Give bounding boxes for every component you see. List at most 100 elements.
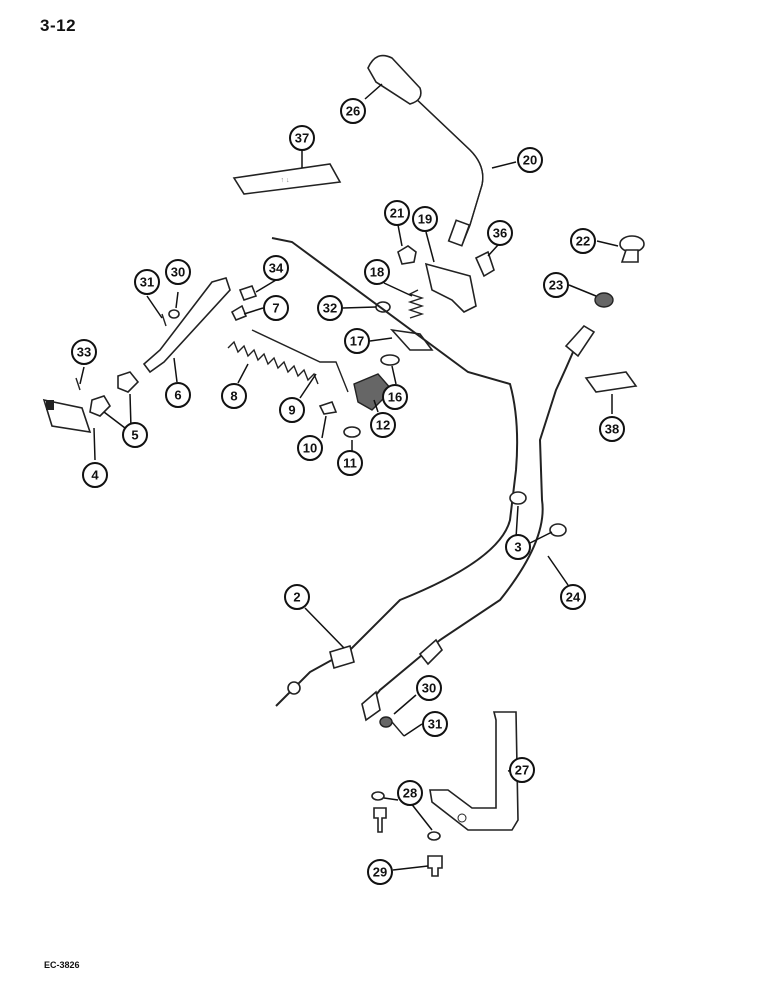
page-number: 3-12 [40, 16, 77, 35]
decal-37-mark: ↑ ↓ [281, 177, 290, 184]
nut-5a [117, 371, 140, 393]
svg-text:9: 9 [288, 403, 295, 418]
cotter-pin-31-top [161, 313, 167, 327]
svg-text:26: 26 [346, 104, 360, 119]
callout-6: 6 [165, 382, 191, 408]
rod-9 [251, 329, 349, 393]
spring-8 [227, 340, 319, 385]
svg-text:3: 3 [514, 540, 521, 555]
callout-4: 4 [82, 462, 108, 488]
callout-12: 12 [370, 412, 396, 438]
svg-text:18: 18 [370, 265, 384, 280]
svg-text:6: 6 [174, 388, 181, 403]
bracket-27 [429, 711, 519, 831]
lock-washer-28a [371, 791, 385, 801]
callout-5: 5 [122, 422, 148, 448]
callout-9: 9 [279, 397, 305, 423]
washer-16 [380, 354, 400, 366]
svg-text:30: 30 [422, 681, 436, 696]
shift-block-12 [353, 373, 393, 411]
svg-text:37: 37 [295, 131, 309, 146]
callout-31-top: 31 [134, 269, 160, 295]
callout-36: 36 [487, 220, 513, 246]
lever-knob [367, 54, 422, 105]
bolt-36 [474, 250, 495, 278]
svg-text:33: 33 [77, 345, 91, 360]
bushing-34 [238, 285, 258, 301]
callout-2: 2 [284, 584, 310, 610]
pin-7 [230, 304, 248, 322]
svg-text:32: 32 [323, 301, 337, 316]
svg-text:24: 24 [566, 590, 581, 605]
callout-30-bottom: 30 [416, 675, 442, 701]
svg-text:36: 36 [493, 226, 507, 241]
callout-30-top: 30 [165, 259, 191, 285]
svg-text:23: 23 [549, 278, 563, 293]
svg-text:4: 4 [91, 468, 99, 483]
svg-text:28: 28 [403, 786, 417, 801]
callout-26: 26 [340, 98, 366, 124]
svg-text:34: 34 [269, 261, 284, 276]
callout-11: 11 [337, 450, 363, 476]
callout-22: 22 [570, 228, 596, 254]
bushing-21 [397, 245, 417, 265]
callout-3: 3 [505, 534, 531, 560]
svg-text:27: 27 [515, 763, 529, 778]
callout-38: 38 [599, 416, 625, 442]
pin-33 [75, 377, 81, 391]
callout-23: 23 [543, 272, 569, 298]
plate-17 [389, 328, 434, 351]
grommet-23 [594, 292, 614, 308]
callout-34: 34 [263, 255, 289, 281]
callout-33: 33 [71, 339, 97, 365]
reference-code: EC-3826 [44, 960, 80, 970]
callout-16: 16 [382, 384, 408, 410]
svg-text:20: 20 [523, 153, 537, 168]
plate-10 [318, 401, 338, 415]
grommet-3b [549, 523, 567, 537]
svg-text:30: 30 [171, 265, 185, 280]
svg-text:8: 8 [230, 389, 237, 404]
svg-text:21: 21 [390, 206, 404, 221]
bracket-19 [424, 262, 477, 313]
callout-32: 32 [317, 295, 343, 321]
callout-27: 27 [509, 757, 535, 783]
svg-text:17: 17 [350, 334, 364, 349]
washer-30-bottom [379, 716, 393, 728]
washer-11 [343, 426, 361, 438]
block-4-hole [46, 400, 54, 410]
callout-7: 7 [263, 295, 289, 321]
svg-text:31: 31 [428, 717, 442, 732]
svg-text:29: 29 [373, 865, 387, 880]
callout-20: 20 [517, 147, 543, 173]
callout-24: 24 [560, 584, 586, 610]
callout-31-bottom: 31 [422, 711, 448, 737]
svg-text:38: 38 [605, 422, 619, 437]
svg-text:16: 16 [388, 390, 402, 405]
cable-2 [271, 237, 519, 707]
svg-text:7: 7 [272, 301, 279, 316]
callout-10: 10 [297, 435, 323, 461]
block-4 [42, 398, 92, 433]
svg-text:19: 19 [418, 212, 432, 227]
nut-5b [89, 395, 112, 417]
knob-22 [619, 235, 645, 263]
bolt-29a [373, 807, 387, 833]
svg-text:10: 10 [303, 441, 317, 456]
bolt-29b [427, 855, 443, 877]
callout-37: 37 [289, 125, 315, 151]
callout-29: 29 [367, 859, 393, 885]
svg-text:2: 2 [293, 590, 300, 605]
bracket-27-hole [457, 813, 467, 823]
callout-18: 18 [364, 259, 390, 285]
callout-28-right: 28 [397, 780, 423, 806]
callout-17: 17 [344, 328, 370, 354]
decal-38 [584, 371, 638, 393]
svg-text:22: 22 [576, 234, 590, 249]
svg-text:11: 11 [343, 456, 357, 471]
callout-8: 8 [221, 383, 247, 409]
svg-text:12: 12 [376, 418, 390, 433]
lever-arm-6 [142, 277, 231, 374]
decal-37 [232, 163, 342, 195]
